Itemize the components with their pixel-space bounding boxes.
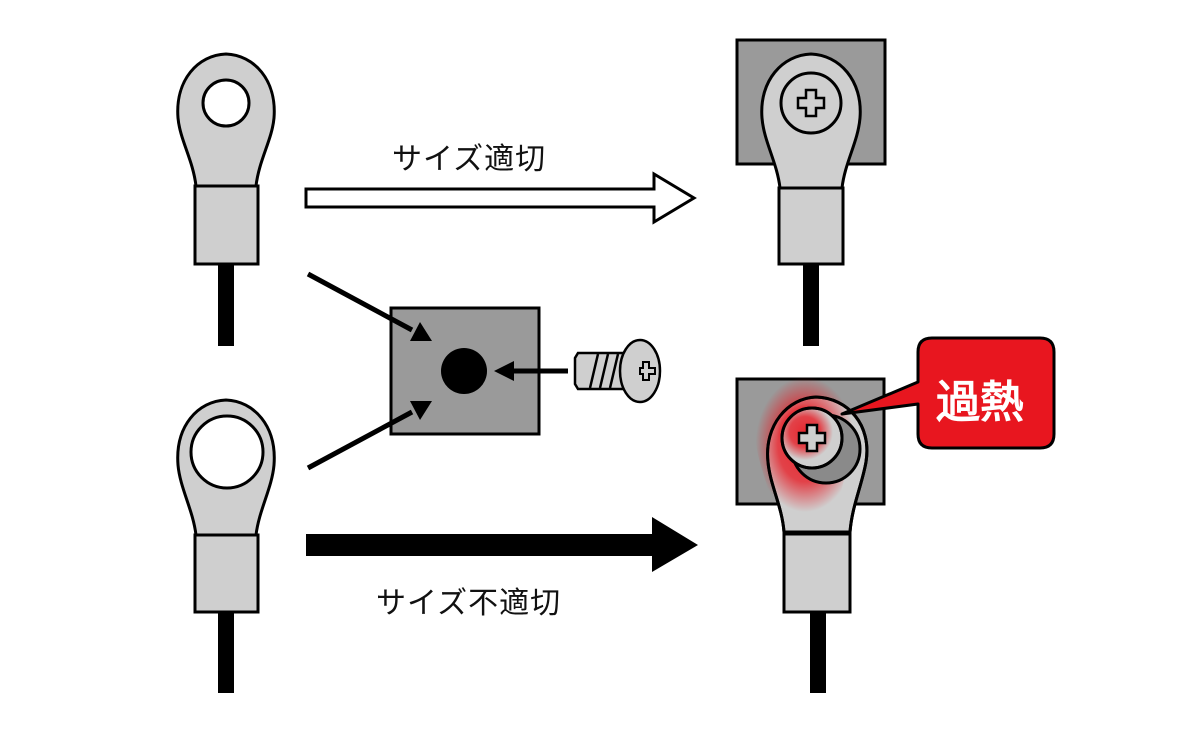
screw (573, 338, 662, 404)
terminal-small-hole (176, 52, 276, 346)
arrow-improper (306, 517, 698, 572)
screw-hole (441, 348, 487, 394)
label-improper-size: サイズ不適切 (376, 586, 562, 621)
terminal-collar (777, 186, 845, 266)
terminal-collar (782, 532, 852, 614)
label-overheat: 過熱 (936, 377, 1024, 428)
label-proper-size: サイズ適切 (392, 142, 547, 177)
wire (218, 262, 234, 346)
arrow-from-large-terminal (306, 401, 432, 471)
phillips-cross-icon (639, 361, 656, 381)
arrow-proper (304, 171, 697, 225)
terminal-hole (189, 414, 265, 490)
terminal-hole (201, 78, 251, 128)
wire (218, 610, 234, 693)
phillips-cross-icon (797, 423, 827, 453)
arrow-from-small-terminal (306, 271, 432, 341)
overheat-callout (840, 336, 1056, 450)
phillips-cross-icon (796, 88, 826, 118)
result-improper (735, 377, 886, 693)
terminal-collar (193, 184, 260, 266)
wire (810, 612, 826, 693)
terminal-large-hole (176, 398, 276, 693)
wire (803, 262, 819, 346)
result-proper (735, 38, 887, 346)
terminal-collar (193, 533, 260, 614)
arrow-from-screw (494, 361, 568, 381)
